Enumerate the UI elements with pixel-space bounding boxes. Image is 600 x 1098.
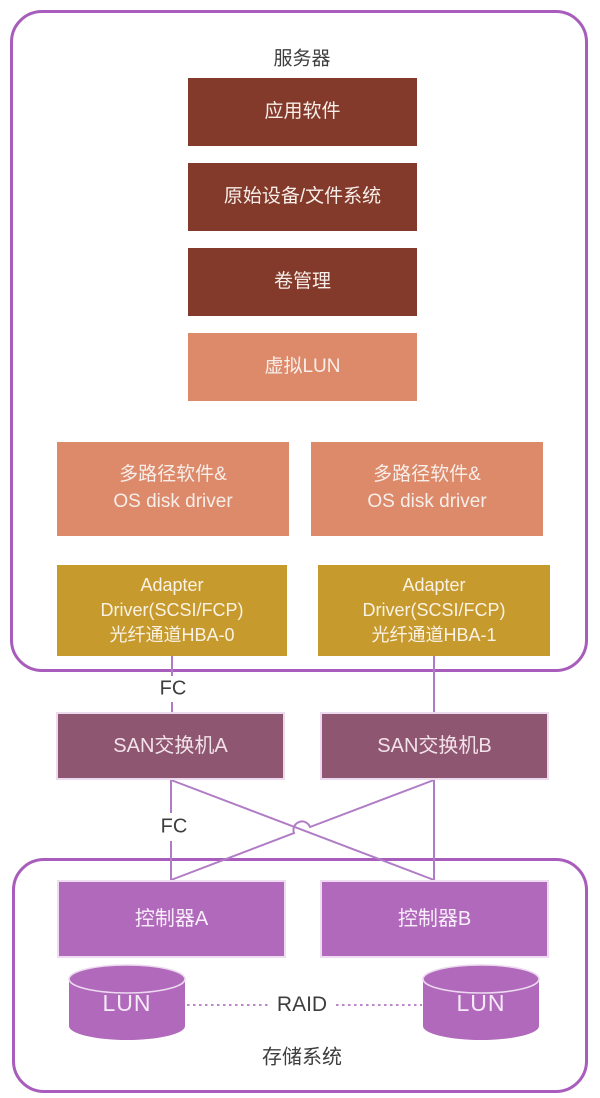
- raid-label: RAID: [272, 993, 332, 1017]
- fc-label-top: FC: [159, 677, 187, 700]
- lun-label: LUN: [102, 990, 152, 1016]
- box-raw-device-filesystem: 原始设备/文件系统: [188, 163, 417, 231]
- box-label: 卷管理: [273, 270, 331, 292]
- box-label: 原始设备/文件系统: [223, 185, 382, 207]
- box-label-line: Driver(SCSI/FCP): [100, 600, 244, 621]
- cylinder-icon: [68, 964, 186, 1040]
- box-label: 应用软件: [264, 100, 341, 122]
- switch-b-box: SAN交换机B: [320, 712, 549, 780]
- storage-title: 存储系统: [262, 1046, 342, 1069]
- box-multipath-left: 多路径软件& OS disk driver: [57, 442, 289, 536]
- box-label-line: Driver(SCSI/FCP): [362, 600, 506, 621]
- box-virtual-lun: 虚拟LUN: [188, 333, 417, 401]
- box-label-line: Adapter: [140, 575, 204, 596]
- controller-b-box: 控制器B: [320, 880, 549, 958]
- box-label: SAN交换机B: [377, 734, 492, 757]
- box-application-software: 应用软件: [188, 78, 417, 146]
- switch-a-box: SAN交换机A: [56, 712, 285, 780]
- lun-cylinder-left: LUN: [68, 964, 186, 1042]
- fc-label-bottom: FC: [160, 815, 188, 838]
- box-label: 虚拟LUN: [264, 355, 341, 377]
- box-label-line: 光纤通道HBA-1: [371, 624, 497, 645]
- box-label: 控制器A: [134, 907, 209, 930]
- server-title: 服务器: [273, 48, 331, 70]
- box-volume-management: 卷管理: [188, 248, 417, 316]
- box-label-line: OS disk driver: [367, 491, 487, 512]
- lun-cylinder-right: LUN: [422, 964, 540, 1042]
- box-label: SAN交换机A: [113, 734, 228, 757]
- server-boundary: [10, 10, 588, 672]
- box-adapter-hba1: Adapter Driver(SCSI/FCP) 光纤通道HBA-1: [318, 565, 550, 656]
- box-multipath-right: 多路径软件& OS disk driver: [311, 442, 543, 536]
- box-adapter-hba0: Adapter Driver(SCSI/FCP) 光纤通道HBA-0: [57, 565, 287, 656]
- controller-a-box: 控制器A: [57, 880, 286, 958]
- box-label: 控制器B: [397, 907, 472, 930]
- box-label-line: OS disk driver: [113, 491, 233, 512]
- box-label-line: 多路径软件&: [119, 464, 227, 486]
- box-label-line: Adapter: [402, 575, 466, 596]
- cylinder-icon: [422, 964, 540, 1040]
- lun-label: LUN: [456, 990, 506, 1016]
- box-label-line: 多路径软件&: [373, 464, 481, 486]
- box-label-line: 光纤通道HBA-0: [109, 624, 235, 645]
